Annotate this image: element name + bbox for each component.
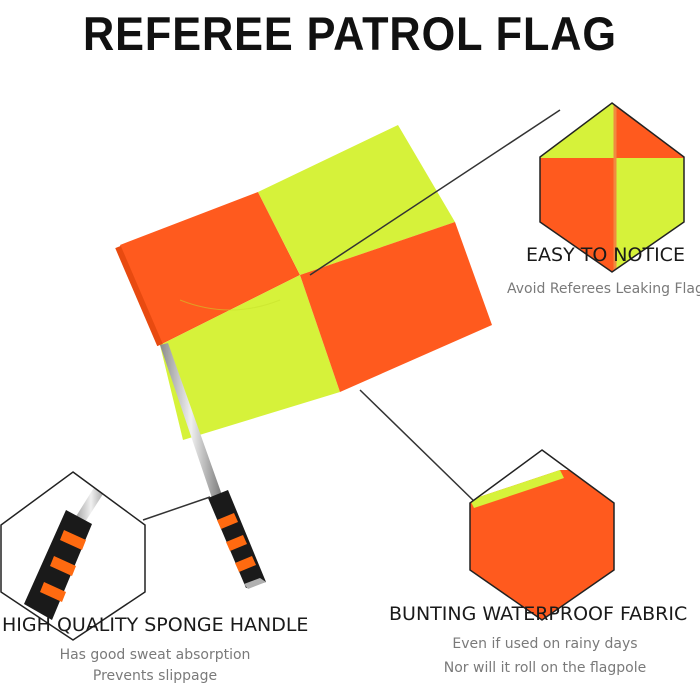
flag-pole xyxy=(160,343,266,589)
pointer-line-fabric xyxy=(359,389,479,506)
flag-main xyxy=(115,125,492,440)
flag-square-top-left xyxy=(120,192,300,345)
pointer-line-notice xyxy=(309,109,561,276)
detail-hex-fabric xyxy=(469,449,615,621)
feature-handle-title: HIGH QUALITY SPONGE HANDLE xyxy=(2,614,309,636)
pointer-line-handle xyxy=(142,496,211,521)
flag-square-bottom-right xyxy=(300,222,492,392)
flag-square-bottom-left xyxy=(160,275,340,440)
page-title: REFEREE PATROL FLAG xyxy=(82,7,617,60)
feature-fabric-line1: Even if used on rainy days xyxy=(452,636,638,652)
feature-notice-title: EASY TO NOTICE xyxy=(526,244,685,266)
feature-handle-line2: Prevents slippage xyxy=(92,668,218,684)
flag-sleeve xyxy=(115,245,163,347)
feature-fabric-line2: Nor will it roll on the flagpole xyxy=(443,660,647,676)
feature-handle-line1: Has good sweat absorption xyxy=(59,647,251,663)
feature-notice-line1: Avoid Referees Leaking Flags xyxy=(507,281,700,297)
flag-square-top-right xyxy=(258,125,455,275)
feature-fabric-title: BUNTING WATERPROOF FABRIC xyxy=(389,603,688,625)
